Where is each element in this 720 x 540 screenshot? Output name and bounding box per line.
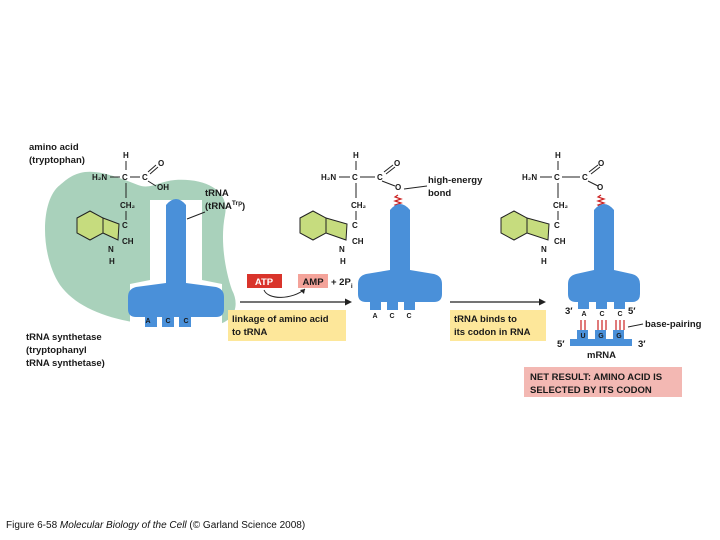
svg-text:H: H: [123, 151, 129, 160]
label-synthetase-1: tRNA synthetase: [26, 332, 102, 343]
net-result-box: [524, 367, 682, 397]
linkage-box: [228, 310, 346, 341]
svg-text:H: H: [340, 257, 346, 266]
mrna-strand: [570, 330, 632, 346]
svg-text:C: C: [582, 173, 588, 182]
svg-text:H₂N: H₂N: [321, 173, 336, 182]
anticodon-base-1: A: [145, 318, 150, 325]
net-result-line-1: NET RESULT: AMINO ACID IS: [530, 372, 662, 383]
anticodon3-base-2: C: [599, 311, 604, 318]
caption-suffix: (© Garland Science 2008): [186, 520, 306, 531]
label-trna-3prime: 3′: [565, 306, 573, 317]
svg-text:CH₂: CH₂: [351, 201, 367, 210]
svg-text:OH: OH: [157, 183, 169, 192]
label-trna: tRNA: [205, 188, 229, 199]
codon-base-3: G: [616, 333, 622, 340]
amp-box: [298, 274, 328, 288]
anticodon2-base-1: A: [372, 313, 377, 320]
label-mrna-5prime: 5′: [557, 339, 565, 350]
svg-text:H₂N: H₂N: [522, 173, 537, 182]
label-synthetase-3: tRNA synthetase): [26, 358, 105, 369]
label-tryptophan: (tryptophan): [29, 155, 85, 166]
trna-3: [568, 204, 640, 309]
anticodon-base-3: C: [183, 318, 188, 325]
tryptophan-linked-2: H H₂N C C O O CH₂ C CH N H: [500, 151, 604, 266]
svg-text:N: N: [541, 245, 547, 254]
label-mrna-3prime: 3′: [638, 339, 646, 350]
label-trna-trp: (tRNATrp): [205, 200, 245, 212]
plus-2pi-label: + 2Pi: [331, 277, 353, 290]
atp-step: ATP AMP + 2Pi linkage of amino acid to t…: [228, 274, 353, 341]
svg-text:H: H: [555, 151, 561, 160]
anticodon3-base-3: C: [617, 311, 622, 318]
svg-text:H: H: [109, 257, 115, 266]
linkage-label-1: linkage of amino acid: [232, 314, 329, 325]
svg-text:O: O: [597, 183, 603, 192]
svg-text:C: C: [554, 173, 560, 182]
svg-text:C: C: [352, 173, 358, 182]
svg-text:O: O: [158, 159, 164, 168]
trna-2: [358, 204, 442, 310]
tryptophan-linked: H H₂N C C O O CH₂ C CH N H: [299, 151, 401, 266]
codon-base-1: U: [580, 333, 585, 340]
svg-text:CH₂: CH₂: [120, 201, 136, 210]
high-energy-bond: [393, 194, 403, 208]
svg-text:O: O: [395, 183, 401, 192]
caption-title: Molecular Biology of the Cell: [59, 520, 187, 531]
label-synthetase-2: (tryptophanyl: [26, 345, 87, 356]
linkage-label-2: to tRNA: [232, 327, 267, 338]
svg-text:CH₂: CH₂: [553, 201, 569, 210]
amp-label: AMP: [302, 277, 324, 288]
atp-box: [247, 274, 282, 288]
svg-text:C: C: [142, 173, 148, 182]
label-high-energy-1: high-energy: [428, 175, 483, 186]
binding-box: [450, 310, 546, 341]
svg-text:CH: CH: [122, 237, 134, 246]
svg-text:N: N: [108, 245, 114, 254]
svg-text:O: O: [598, 159, 604, 168]
anticodon2-base-3: C: [406, 313, 411, 320]
anticodon-base-2: C: [165, 318, 170, 325]
trna-1: [128, 199, 224, 327]
label-mrna: mRNA: [587, 350, 616, 361]
binding-label-2: its codon in RNA: [454, 327, 531, 338]
panel-charged-trna: H H₂N C C O O CH₂ C CH N H high-energy b…: [299, 151, 483, 320]
svg-text:CH: CH: [352, 237, 364, 246]
net-result-line-2: SELECTED BY ITS CODON: [530, 385, 652, 396]
label-high-energy-2: bond: [428, 188, 451, 199]
svg-text:C: C: [554, 221, 560, 230]
atp-label: ATP: [255, 277, 274, 288]
high-energy-bond-2: [596, 194, 606, 208]
svg-text:C: C: [377, 173, 383, 182]
panel-codon-pairing: H H₂N C C O O CH₂ C CH N H: [500, 151, 702, 397]
svg-text:H₂N: H₂N: [92, 173, 107, 182]
anticodon3-base-1: A: [581, 311, 586, 318]
caption-prefix: Figure 6-58: [6, 520, 60, 531]
base-pair-lines: [580, 320, 625, 330]
binding-label-1: tRNA binds to: [454, 314, 517, 325]
panel-synthetase: A C C H H₂N C C O OH CH₂ C CH N H a: [26, 142, 245, 369]
svg-text:CH: CH: [554, 237, 566, 246]
anticodon2-base-2: C: [389, 313, 394, 320]
svg-text:O: O: [394, 159, 400, 168]
label-base-pairing: base-pairing: [645, 319, 702, 330]
codon-base-2: G: [598, 333, 604, 340]
svg-text:C: C: [352, 221, 358, 230]
svg-text:H: H: [541, 257, 547, 266]
svg-text:N: N: [339, 245, 345, 254]
label-amino-acid: amino acid: [29, 142, 79, 153]
svg-text:H: H: [353, 151, 359, 160]
figure-caption: Figure 6-58 Molecular Biology of the Cel…: [6, 520, 305, 531]
binding-step: tRNA binds to its codon in RNA: [450, 298, 546, 341]
label-trna-5prime: 5′: [628, 306, 636, 317]
svg-text:C: C: [122, 221, 128, 230]
svg-text:C: C: [122, 173, 128, 182]
tryptophan-free: H H₂N C C O OH CH₂ C CH N H: [76, 151, 169, 266]
